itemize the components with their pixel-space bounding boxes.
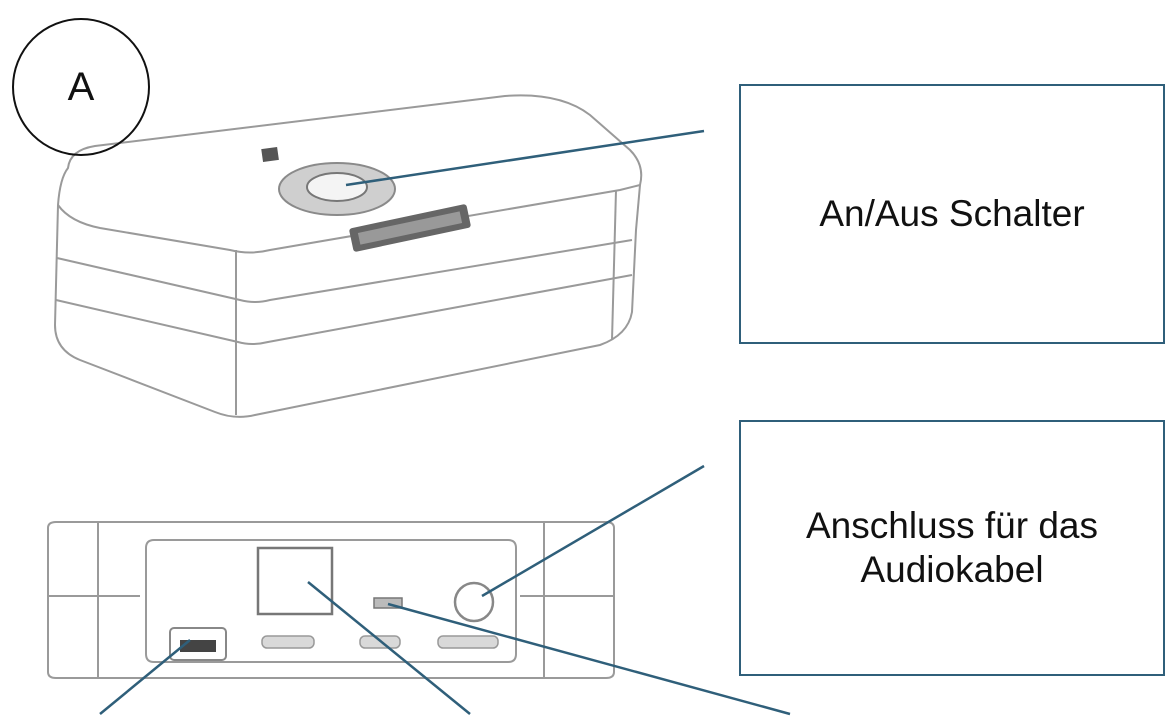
leader-line-audio [481,464,705,598]
device-front-view [47,521,615,679]
leader-line-power [345,129,705,187]
leader-lines [99,129,791,716]
leader-line-usb [99,639,191,715]
usb-port-graphic [169,627,227,661]
leader-line-switch [387,602,791,716]
switch-graphic [373,597,403,609]
audio-jack-graphic [453,581,495,623]
brand-label-graphic [349,204,471,252]
bottom-slot-graphics [261,635,499,649]
power-button-graphic [278,162,396,216]
figure-letter: A [67,64,95,109]
status-led-graphic [261,146,279,163]
power-switch-label-box: An/Aus Schalter [739,84,1165,344]
power-switch-label: An/Aus Schalter [819,192,1085,234]
device-top-view [53,94,643,418]
audio-port-label: Anschluss für das Audiokabel [805,504,1099,590]
leader-line-optical [307,581,471,715]
figure-letter-circle: A [12,18,150,156]
optical-port-graphic [256,546,334,616]
audio-port-label-box: Anschluss für das Audiokabel [739,420,1165,676]
